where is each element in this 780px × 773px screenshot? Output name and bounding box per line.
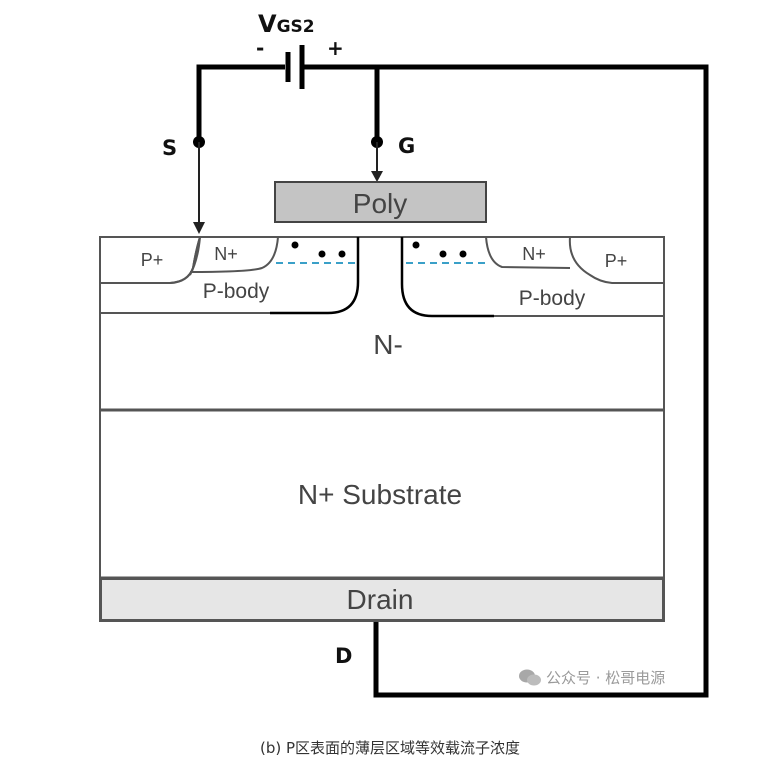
- source-wire-top: [196, 64, 285, 141]
- right-pbody-junction: [400, 237, 494, 318]
- vgs-label: VGS2: [258, 10, 315, 38]
- poly-gate: [274, 181, 487, 223]
- left-pbody-junction: [270, 237, 360, 315]
- p-plus-left-label: P+: [141, 250, 164, 270]
- circuit-wires: [196, 64, 709, 698]
- drain-layer-label: Drain: [347, 584, 414, 615]
- p-body-right-label: P-body: [519, 287, 586, 310]
- battery-plus-label: +: [327, 36, 344, 60]
- electron-dot: [291, 241, 299, 249]
- watermark: 公众号 · 松哥电源: [518, 667, 665, 688]
- n-plus-right-label: N+: [522, 244, 546, 264]
- battery-minus-label: -: [256, 36, 264, 60]
- gate-wire-top: [304, 64, 709, 698]
- gate-terminal-label: G: [398, 134, 415, 158]
- electron-dot: [459, 250, 467, 258]
- p-body-left-label: P-body: [203, 280, 270, 303]
- electrons: [291, 241, 467, 258]
- device-body: [99, 236, 665, 622]
- electron-dot: [412, 241, 420, 249]
- drain-layer: [100, 578, 664, 621]
- n-plus-substrate-label: N+ Substrate: [298, 479, 462, 510]
- wechat-icon: [518, 669, 542, 687]
- figure-caption: (b) P区表面的薄层区域等效载流子浓度: [259, 739, 521, 757]
- source-terminal-label: S: [162, 136, 177, 160]
- battery-icon: [285, 45, 305, 89]
- electron-dot: [338, 250, 346, 258]
- watermark-text: 公众号 · 松哥电源: [546, 669, 666, 687]
- p-plus-right-label: P+: [605, 251, 628, 271]
- n-plus-left-label: N+: [214, 244, 238, 264]
- source-arrow-head: [193, 222, 205, 234]
- gate-arrow-head: [371, 171, 383, 182]
- electron-dot: [318, 250, 326, 258]
- poly-label: Poly: [353, 188, 407, 219]
- drain-terminal-label: D: [335, 644, 352, 668]
- n-minus-label: N-: [373, 329, 403, 360]
- electron-dot: [439, 250, 447, 258]
